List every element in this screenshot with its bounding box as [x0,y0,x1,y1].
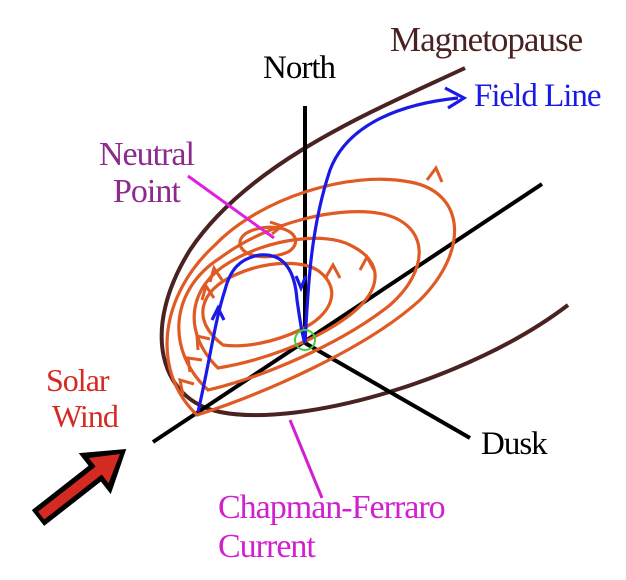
origin-marker [294,329,316,351]
chapman-ferraro-pointer [288,419,324,499]
solar-wind-label-line1: Solar [46,362,110,398]
chapman-ferraro-label-line2: Current [218,528,316,565]
field-line-upper [303,96,459,344]
dusk-label: Dusk [481,426,548,462]
solar-wind-label-line2: Wind [52,398,119,434]
neutral-point-pointer [187,174,275,240]
current-arrow-1 [178,377,195,396]
current-arrow-5 [208,264,224,283]
current-arrow-2 [186,356,203,373]
neutral-point-label-line2: Point [113,173,181,210]
current-arrow-6 [425,165,444,183]
current-loop-2 [177,210,421,392]
dusk-axis [304,341,471,440]
field-line-arrow-3 [444,86,468,110]
sun-earth-axis [151,182,544,444]
current-arrow-3 [195,334,211,351]
field-line-label: Field Line [474,78,602,114]
field-line-outer [196,253,307,413]
chapman-ferraro-current-loops [165,177,456,417]
magnetopause-boundary [159,66,570,418]
current-arrow-9 [269,220,286,236]
current-arrowheads [178,165,444,396]
neutral-point-label-line1: Neutral [99,136,195,173]
current-arrow-7 [358,253,376,271]
current-arrow-8 [324,261,342,279]
solar-wind-arrow [31,449,127,526]
current-loop-1 [165,177,456,417]
current-loop-4 [201,261,334,348]
field-line-arrow-1 [210,304,226,321]
current-arrow-4 [200,282,216,301]
chapman-ferraro-label-line1: Chapman-Ferraro [218,489,446,526]
field-line [196,86,468,413]
north-label: North [263,50,336,86]
field-line-arrow-2 [294,275,308,293]
magnetopause-label: Magnetopause [390,20,583,59]
